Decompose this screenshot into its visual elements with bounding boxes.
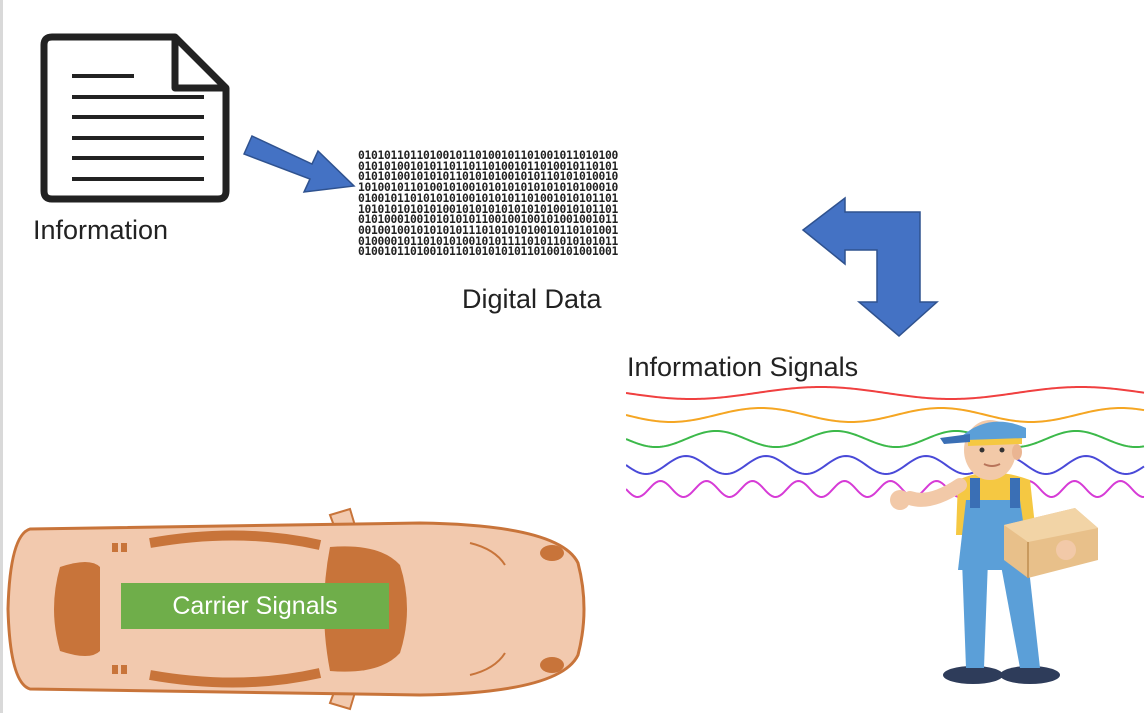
wave-magenta <box>626 480 1145 498</box>
binary-data-block: 0101011011010010110100101101001011010100… <box>358 149 619 259</box>
delivery-man-icon <box>890 420 1098 684</box>
arrow-elbow-icon <box>801 196 939 337</box>
left-border <box>0 0 3 713</box>
wave-green <box>626 429 1145 449</box>
wave-blue <box>626 454 1145 476</box>
arrow-right-down-icon <box>242 134 356 193</box>
information-signals-label: Information Signals <box>627 352 859 382</box>
information-label: Information <box>33 215 169 245</box>
digital-data-label: Digital Data <box>462 284 602 314</box>
wave-red <box>626 386 1145 400</box>
wave-orange <box>626 407 1145 423</box>
document-icon <box>40 33 230 203</box>
signal-waves <box>626 386 1145 498</box>
carrier-signals-label: Carrier Signals <box>121 583 389 629</box>
